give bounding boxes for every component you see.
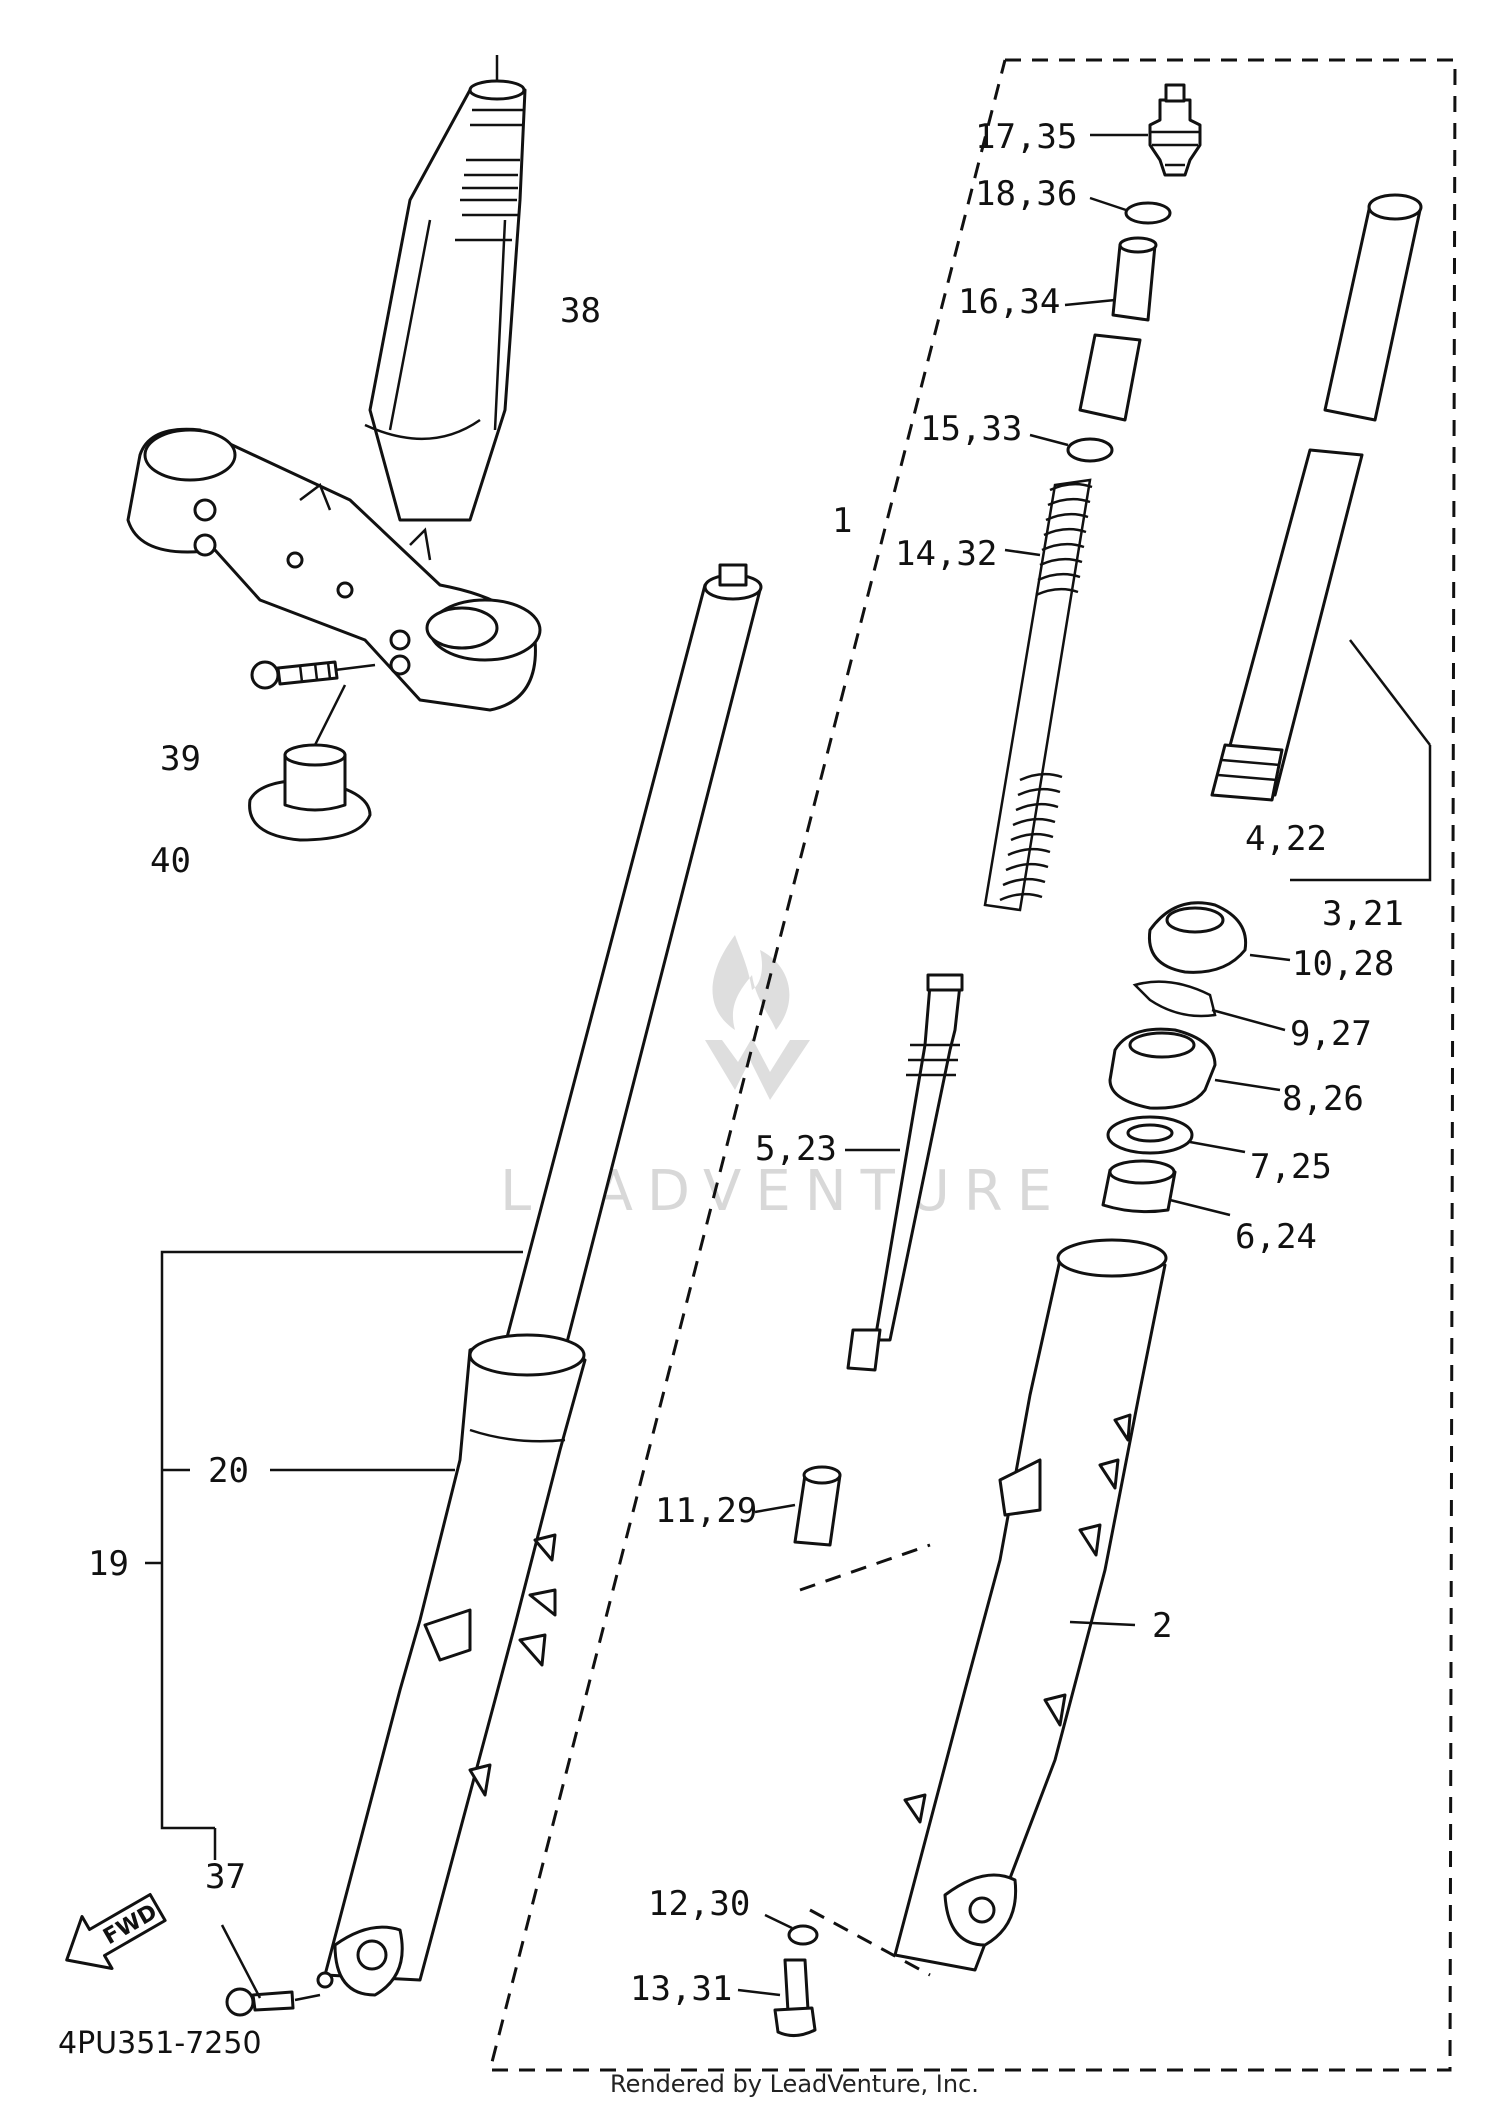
part-label-18-36: 18,36: [975, 174, 1077, 214]
spacer-16-34: [1064, 236, 1158, 422]
part-label-15-33: 15,33: [920, 409, 1022, 449]
oil-seal-10-28: [1147, 901, 1291, 974]
part-label-39: 39: [160, 739, 201, 779]
bolt-37: [225, 1987, 321, 2017]
part-label-19: 19: [88, 1544, 129, 1584]
left-outer-tube: [316, 1333, 587, 1997]
rendered-by-credit: Rendered by LeadVenture, Inc.: [610, 2070, 979, 2098]
part-label-7-25: 7,25: [1250, 1147, 1332, 1187]
steering-stem: [364, 55, 527, 522]
part-label-37: 37: [205, 1857, 246, 1897]
part-label-2: 2: [1152, 1606, 1172, 1646]
damper-rod-5-23: [845, 973, 964, 1372]
cap-bolt-17-35: [1090, 83, 1202, 177]
part-label-8-26: 8,26: [1282, 1079, 1364, 1119]
part-label-38: 38: [560, 291, 601, 331]
part-label-5-23: 5,23: [755, 1129, 837, 1169]
assembly-inner-line: [799, 1543, 931, 1592]
right-outer-tube: [893, 1238, 1168, 1972]
part-label-13-31: 13,31: [630, 1969, 732, 2009]
collar-40: [248, 684, 372, 842]
part-label-12-30: 12,30: [648, 1884, 750, 1924]
watermark-logo-icon: [705, 935, 810, 1100]
part-label-4-22: 4,22: [1245, 819, 1327, 859]
part-label-3-21: 3,21: [1322, 894, 1404, 934]
bolt-39: [250, 660, 376, 690]
clip-9-27: [1132, 980, 1286, 1032]
fwd-arrow-icon: FWD: [65, 1893, 167, 1970]
right-inner-tube: [1210, 193, 1432, 882]
part-label-16-34: 16,34: [958, 282, 1060, 322]
bracket-19: [160, 1250, 523, 1830]
bushing-6-24: [1101, 1159, 1231, 1217]
part-label-1: 1: [832, 501, 852, 541]
part-labels: 17,35 18,36 16,34 15,33 1 14,32 38 39 40…: [88, 117, 1404, 2009]
spring-14-32: [983, 478, 1093, 912]
lower-bracket: [126, 427, 542, 712]
part-label-11-29: 11,29: [655, 1491, 757, 1531]
part-label-9-27: 9,27: [1290, 1014, 1372, 1054]
gasket-12-30: [764, 1908, 931, 1977]
diagram-code: 4PU351-7250: [58, 2026, 262, 2061]
part-label-40: 40: [150, 841, 191, 881]
bushing-8-26: [1108, 1027, 1281, 1110]
oil-lock-11-29: [754, 1465, 842, 1547]
part-label-14-32: 14,32: [895, 534, 997, 574]
part-label-20: 20: [208, 1451, 249, 1491]
washer-7-25: [1106, 1115, 1246, 1155]
washer-15-33: [1066, 437, 1114, 463]
assembly-boundary: [488, 58, 1457, 2072]
part-label-10-28: 10,28: [1292, 944, 1394, 984]
bolt-13-31: [737, 1958, 817, 2037]
part-label-6-24: 6,24: [1235, 1217, 1317, 1257]
o-ring-18-36: [1124, 201, 1172, 225]
part-label-17-35: 17,35: [975, 117, 1077, 157]
